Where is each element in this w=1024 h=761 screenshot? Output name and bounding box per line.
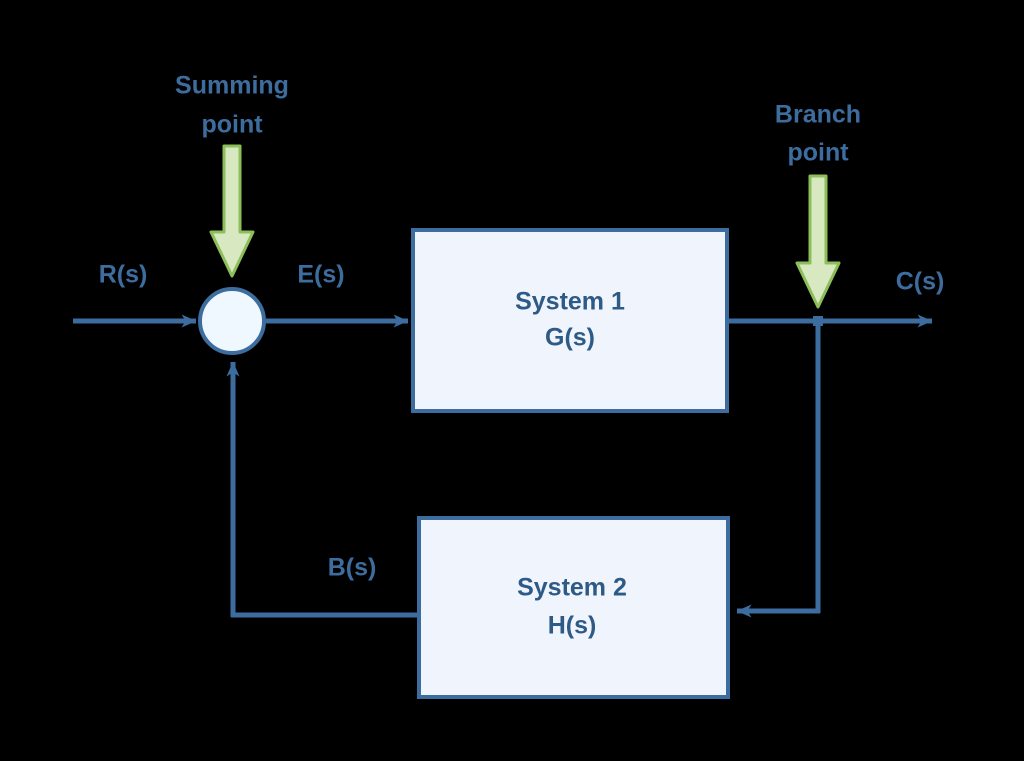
error-signal-label: E(s) (297, 261, 344, 289)
system-1-block-rect (411, 228, 729, 413)
output-signal-label: C(s) (896, 268, 945, 296)
input-signal-label: R(s) (99, 261, 148, 289)
branch-point-marker (813, 316, 823, 326)
summing-point-annotation-line2: point (201, 111, 263, 139)
system-2-title: System 2 (517, 574, 627, 602)
summing-point-annotation-arrow-icon (209, 144, 255, 278)
system-2-block-rect (417, 516, 730, 699)
branch-point-annotation-arrow-icon (795, 174, 841, 309)
summing-point-circle[interactable] (198, 287, 266, 355)
system-1-transfer-function: G(s) (545, 324, 595, 352)
branch-point-annotation: Branch point (775, 101, 861, 309)
system-1-title: System 1 (515, 288, 625, 316)
summing-point-annotation: Summing point (175, 72, 289, 278)
system-2-block[interactable]: System 2 H(s) (417, 516, 730, 699)
system-2-transfer-function: H(s) (548, 612, 597, 640)
branch-point-annotation-line1: Branch (775, 101, 861, 129)
system-1-block[interactable]: System 1 G(s) (411, 228, 729, 413)
summing-point-annotation-line1: Summing (175, 72, 289, 100)
branch-point-annotation-line2: point (787, 139, 849, 167)
feedback-signal-label: B(s) (328, 554, 377, 582)
